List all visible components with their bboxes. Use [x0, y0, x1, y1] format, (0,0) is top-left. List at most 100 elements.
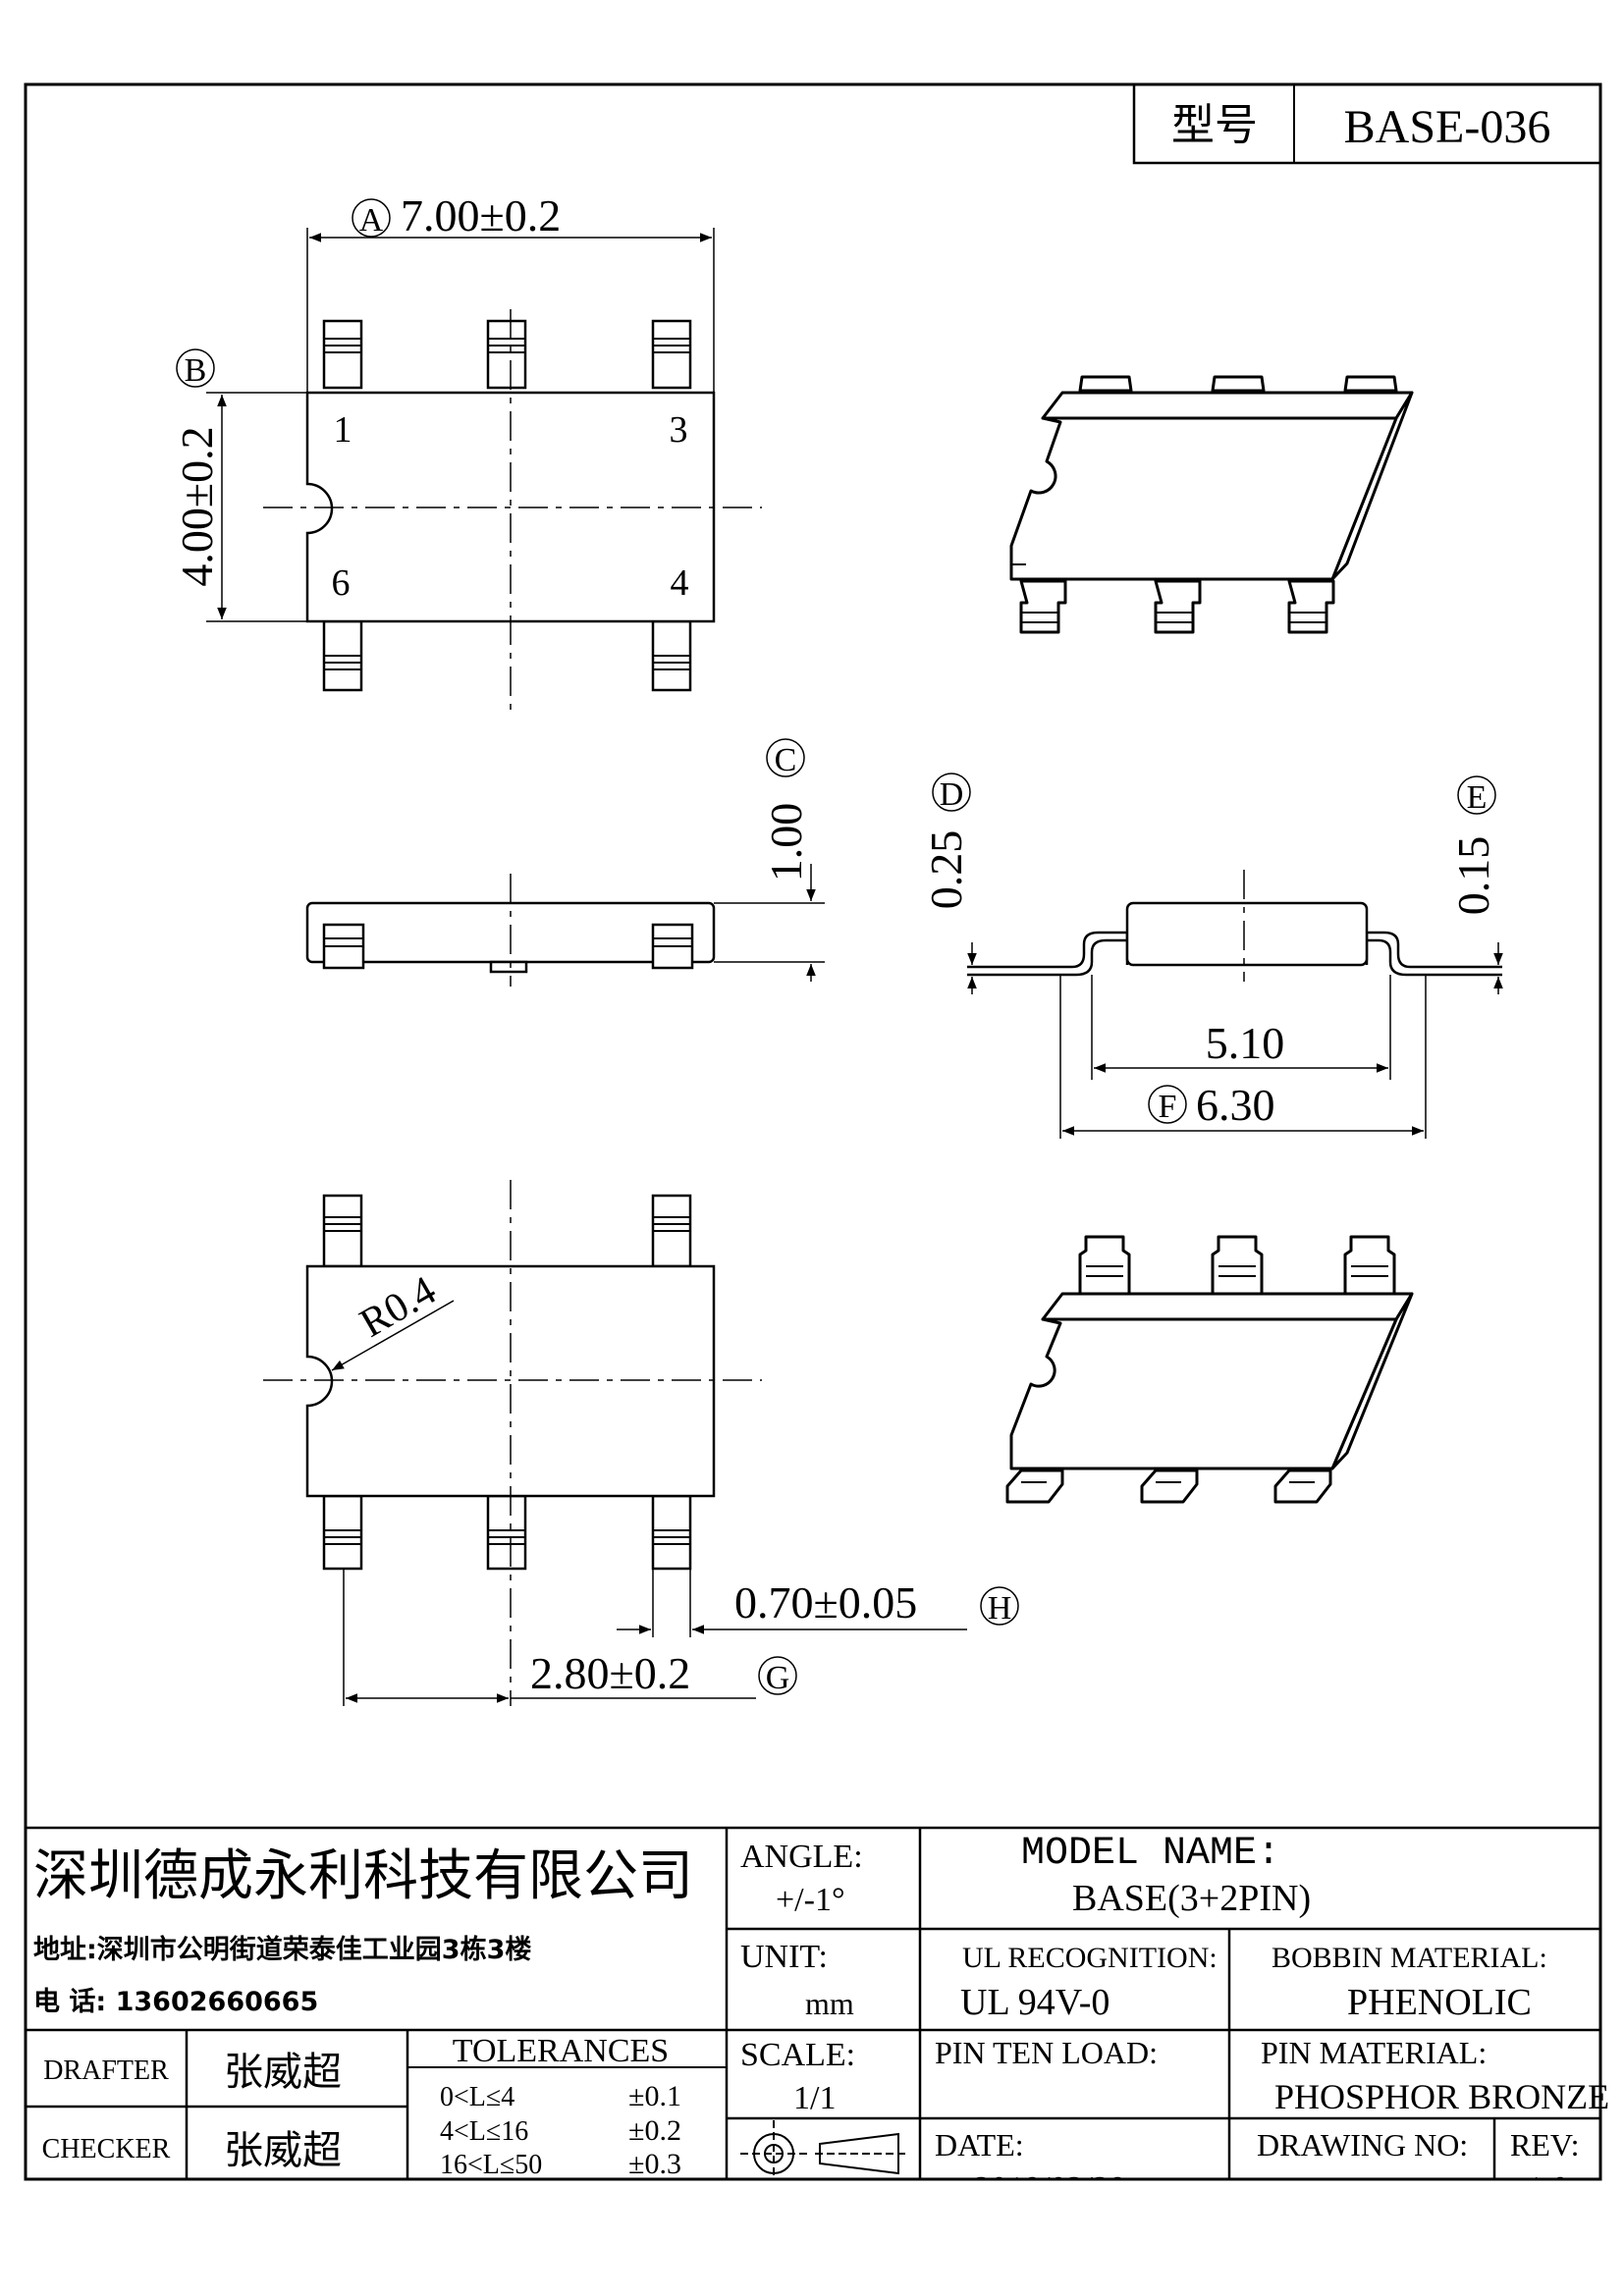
tolerance-range-4: PIN PITCH — [440, 2181, 570, 2212]
balloon-d-text: D — [940, 776, 964, 813]
balloon-h-text: H — [988, 1590, 1012, 1627]
tolerance-range-2: 4<L≤16 — [440, 2116, 528, 2147]
side-view-labels: C 1.00 — [761, 738, 811, 882]
isometric-view-top — [1009, 375, 1414, 634]
ul-recognition-value: UL 94V-0 — [960, 1982, 1110, 2023]
dim-h-value: 0.70±0.05 — [734, 1577, 917, 1628]
tolerances-table: 0<L≤4 ±0.1 4<L≤16 ±0.2 16<L≤50 ±0.3 PIN … — [440, 2080, 696, 2212]
tolerance-value-2: ±0.2 — [628, 2114, 681, 2147]
rev-label: REV: — [1510, 2127, 1580, 2163]
balloon-g — [758, 1656, 797, 1695]
iso-front-pin-3 — [1287, 579, 1335, 634]
pin-top-left — [322, 319, 363, 390]
pin-material-value: PHOSPHOR BRONZE — [1274, 2077, 1609, 2116]
iso2-front-pin-3 — [1273, 1468, 1332, 1504]
model-name-value: BASE(3+2PIN) — [1072, 1878, 1311, 1919]
balloon-g-text: G — [766, 1660, 790, 1696]
dim-d-value: 0.25 — [921, 830, 971, 910]
iso-front-pin-2 — [1154, 579, 1202, 634]
company-name: 深圳德成永利科技有限公司 — [33, 1844, 693, 1908]
tolerance-range-1: 0<L≤4 — [440, 2082, 514, 2112]
drawing-no-label: DRAWING NO: — [1257, 2127, 1468, 2163]
balloon-f-text: F — [1159, 1089, 1177, 1125]
balloon-a-text: A — [359, 202, 384, 239]
balloon-f — [1148, 1085, 1187, 1124]
date-value: 2019/03/29 — [974, 2170, 1126, 2207]
pin-number-3: 3 — [670, 409, 688, 451]
date-label: DATE: — [935, 2127, 1024, 2163]
dim-a-value: 7.00±0.2 — [401, 190, 561, 240]
ul-recognition-label: UL RECOGNITION: — [962, 1942, 1218, 1974]
scale-value: 1/1 — [793, 2080, 836, 2116]
scale-label: SCALE: — [740, 2037, 855, 2073]
type-label: 型号 — [1171, 100, 1258, 150]
top-view — [206, 228, 762, 710]
bv-pin-top-left — [322, 1194, 363, 1268]
pin-top-middle — [486, 319, 527, 390]
pin-top-right — [651, 319, 692, 390]
drafter-label: DRAFTER — [43, 2056, 169, 2086]
radius-leader — [331, 1300, 455, 1371]
model-header-box: 型号 BASE-036 — [1132, 82, 1602, 165]
company-phone: 电 话: 13602660665 — [33, 1987, 318, 2017]
iso2-back-pin-2 — [1211, 1235, 1264, 1298]
side-view — [305, 864, 825, 987]
pin-ten-load-label: PIN TEN LOAD: — [935, 2035, 1158, 2070]
checker-name: 张威超 — [224, 2128, 342, 2173]
balloon-c — [766, 738, 805, 777]
lead-view — [967, 870, 1503, 1139]
tolerance-value-4: ±0.20 — [628, 2179, 696, 2212]
rev-value: 1.0 — [1527, 2170, 1569, 2207]
tolerances-label: TOLERANCES — [453, 2033, 669, 2069]
bottom-view-body — [305, 1264, 716, 1498]
isometric-view-bottom — [1005, 1235, 1414, 1504]
iso2-front-pin-1 — [1005, 1468, 1064, 1504]
balloon-b-text: B — [185, 352, 207, 389]
bv-pin-bottom-left — [322, 1494, 363, 1571]
balloon-h — [980, 1586, 1019, 1626]
tolerance-range-3: 16<L≤50 — [440, 2150, 542, 2180]
angle-label: ANGLE: — [740, 1839, 863, 1875]
bv-pin-top-right — [651, 1194, 692, 1268]
bv-pin-bottom-right — [651, 1494, 692, 1571]
dim-b-value: 4.00±0.2 — [172, 426, 222, 586]
balloon-e-text: E — [1467, 779, 1488, 816]
top-view-labels: A 7.00±0.2 B 4.00±0.2 1 3 6 4 — [172, 190, 689, 604]
drafter-name: 张威超 — [224, 2050, 342, 2095]
title-block-text: 深圳德成永利科技有限公司 地址:深圳市公明街道荣泰佳工业园3栋3楼 电 话: 1… — [33, 1832, 1609, 2212]
model-name-label: MODEL NAME: — [1021, 1832, 1280, 1876]
outer-frame — [24, 82, 1602, 2181]
model-code: BASE-036 — [1344, 101, 1551, 153]
balloon-d — [932, 773, 971, 812]
lead-view-body — [1125, 901, 1369, 967]
pin-number-6: 6 — [332, 562, 351, 604]
pin-number-4: 4 — [671, 562, 689, 604]
balloon-e — [1457, 775, 1496, 815]
bobbin-material-value: PHENOLIC — [1347, 1982, 1532, 2023]
pin-number-1: 1 — [334, 409, 352, 451]
iso-front-pin-1 — [1019, 579, 1067, 634]
projection-symbol-icon — [740, 2120, 905, 2179]
balloon-b — [176, 348, 215, 388]
unit-label: UNIT: — [740, 1939, 828, 1975]
lead-view-labels: D 0.25 E 0.15 5.10 F 6.30 — [921, 773, 1498, 1130]
tolerance-value-1: ±0.1 — [628, 2080, 681, 2112]
dim-inner-value: 5.10 — [1206, 1018, 1285, 1068]
pin-material-label: PIN MATERIAL: — [1261, 2035, 1487, 2070]
bobbin-material-label: BOBBIN MATERIAL: — [1272, 1942, 1547, 1974]
checker-label: CHECKER — [42, 2134, 171, 2164]
bottom-view — [263, 1180, 967, 1706]
title-block — [26, 1826, 1600, 2179]
dim-g-value: 2.80±0.2 — [530, 1648, 690, 1698]
angle-value: +/-1° — [776, 1882, 845, 1918]
dim-c-value: 1.00 — [761, 803, 811, 882]
iso2-back-pin-1 — [1078, 1235, 1131, 1298]
bv-pin-bottom-middle — [486, 1494, 527, 1571]
balloon-c-text: C — [775, 742, 797, 778]
pin-bottom-left — [322, 619, 363, 692]
pin-bottom-right — [651, 619, 692, 692]
iso2-back-pin-3 — [1343, 1235, 1396, 1298]
unit-value: mm — [805, 1986, 854, 2021]
iso2-front-pin-2 — [1140, 1468, 1199, 1504]
